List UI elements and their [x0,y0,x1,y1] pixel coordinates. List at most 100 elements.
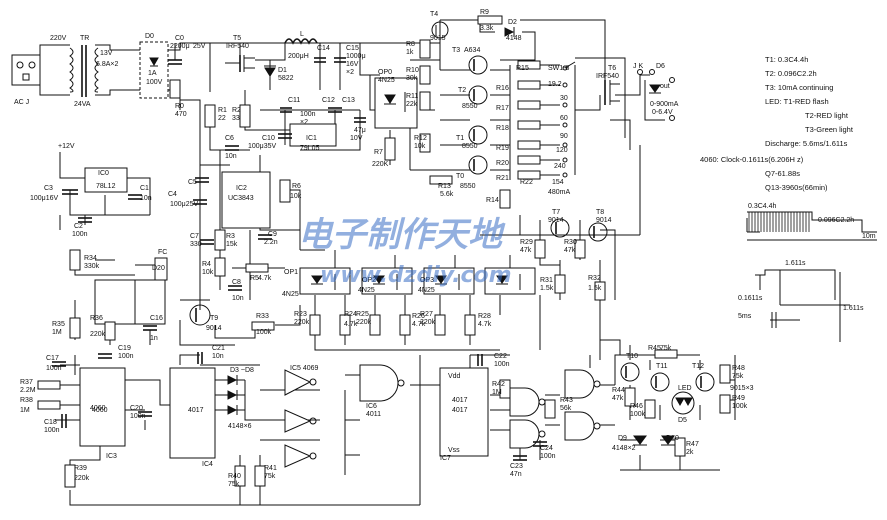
capacitor-c20 [138,411,152,417]
label-c15v: 1000μ [346,53,366,60]
label-r31: R31 [540,277,553,284]
label-c8v: 10n [232,295,244,302]
label-r32v: 1.5k [588,285,602,292]
label-r44v: 47k [612,395,624,402]
label-r8v: 1k [406,49,414,56]
label-c20v: 100n [130,413,146,420]
label-r11v: 22k [406,101,418,108]
output-jumper-jk [637,69,675,121]
label-t2: T2 [458,87,466,94]
capacitor-c23 [513,455,527,461]
label-t12: T12 [692,363,704,370]
transistor-t10 [620,362,640,382]
label-c24: C24 [540,445,553,452]
label-r27v: 220k [420,319,436,326]
label-r0v: 470 [175,111,187,118]
note-led1: LED: T1-RED flash [765,97,829,106]
label-r43: R43 [560,397,573,404]
timing-label-1611c: 1.611s [843,305,864,312]
capacitor-c12 [328,107,342,113]
label-r48: R48 [732,365,745,372]
label-r11: R11 [406,93,418,100]
label-c21: C21 [212,345,225,352]
label-r38v: 1M [20,407,30,414]
label-ic0v: 78L12 [96,183,116,190]
resistor-r10 [419,65,431,85]
optocoupler-op1 [299,267,351,295]
label-t0: T0 [456,173,464,180]
label-c19: C19 [118,345,131,352]
label-t6v: IRF540 [596,73,619,80]
label-s240: 240 [554,163,566,170]
label-r24: R24 [344,311,357,318]
label-c9: C9 [268,231,277,238]
label-r30v: 47k [564,247,576,254]
label-r45v: 75k [660,345,672,352]
label-c20: C20 [130,405,143,412]
regulator-ic1 [289,123,337,147]
transistor-t2 [468,85,488,105]
label-t10: T10 [626,353,638,360]
capacitor-c19 [98,353,112,359]
resistor-r23 [309,314,321,336]
label-c16v: 1n [150,335,158,342]
label-r35: R35 [52,321,65,328]
label-s30: 30 [560,95,568,102]
diode-d1 [264,65,276,77]
label-c11v2: ×2 [300,119,308,126]
label-n4060: 4060 [90,405,106,412]
transistor-t4 [431,21,449,39]
label-c8: C8 [232,279,241,286]
resistor-r29 [534,239,546,259]
label-v13: 13V [100,50,113,57]
diode-d2 [504,27,515,37]
label-jk: J K [633,63,643,70]
label-r25: R25 [356,311,369,318]
capacitor-c0 [168,59,182,65]
label-ic4: IC4 [202,461,213,468]
label-c15v3: ×2 [346,69,354,76]
timing-label-c22: 0.096C2.2h [818,217,854,224]
label-ic6: IC6 [366,403,377,410]
label-r33: R33 [256,313,269,320]
label-r26v: 4.7k [412,321,426,328]
label-vout: 0-6.4V [652,109,673,116]
label-r47v: 2k [686,449,694,456]
label-c3v: 100μ16V [30,195,58,202]
label-r1: R1 [218,107,227,114]
label-c2v: 100n [72,231,88,238]
capacitor-c6 [225,145,239,151]
label-s154: 154 [552,179,564,186]
label-r2v: 33 [232,115,240,122]
label-d9v: 4148×2 [612,445,636,452]
label-s480: 480mA [548,189,571,196]
label-r45: R45 [648,345,661,352]
label-sw: SW1-8 [548,65,570,72]
label-r29: R29 [520,239,533,246]
label-v25: 25V [193,43,206,50]
label-r37: R37 [20,379,33,386]
label-op2v: 4N25 [358,287,375,294]
label-r5: R5 [250,275,259,282]
label-c4v: 100μ25V [170,201,198,208]
label-op0: OP0 [378,69,392,76]
label-r8: R8 [406,41,415,48]
label-c6v: 10n [225,153,237,160]
diode-array-d3-d8 [227,375,238,415]
label-r37v: 2.2M [20,387,36,394]
resistor-r36 [104,321,116,341]
label-c7v: 330 [190,241,202,248]
label-c23v: 47n [510,471,522,478]
label-r34v: 330k [84,263,100,270]
label-r21: R21 [496,175,509,182]
label-t9v: 9014 [206,325,222,332]
label-r36v: 220k [90,331,106,338]
label-r4: R4 [202,261,211,268]
label-t1: T1 [456,135,464,142]
label-c12: C12 [322,97,335,104]
capacitor-c5 [195,177,209,183]
label-c14: C14 [317,45,330,52]
regulator-ic0 [84,167,128,193]
resistor-r31 [554,274,566,294]
label-r6: R6 [292,183,301,190]
